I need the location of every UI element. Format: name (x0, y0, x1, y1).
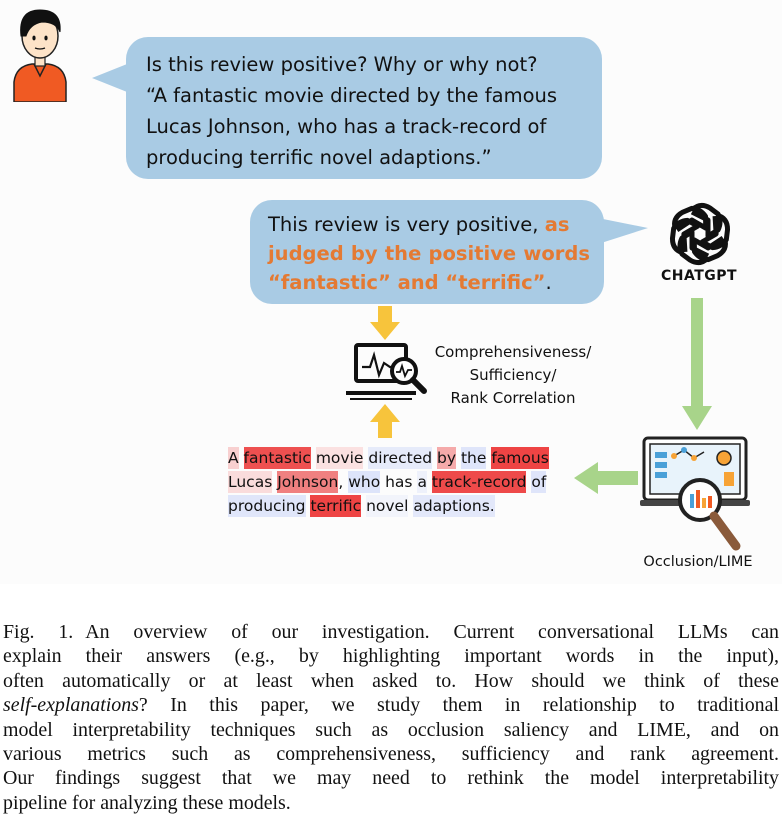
question-line: Is this review positive? Why or why not? (146, 53, 538, 76)
question-line: producing terrific novel adaptions.” (146, 146, 492, 169)
chatgpt-label: CHATGPT (660, 268, 738, 284)
review-line: Lucas Johnson, who has a track-record of (228, 470, 573, 494)
review-token: movie (315, 447, 364, 469)
question-bubble: Is this review positive? Why or why not?… (126, 37, 602, 179)
answer-line-2: judged by the positive words (268, 239, 590, 268)
question-line: Lucas Johnson, who has a track-record of (146, 115, 547, 138)
caption-line: Fig. 1. An overview of our investigation.… (3, 620, 779, 644)
occlusion-lime-label: Occlusion/LIME (643, 554, 753, 570)
review-token: has (385, 473, 413, 491)
interpretability-analysis-icon (640, 436, 750, 551)
figure-caption: Fig. 1. An overview of our investigation.… (3, 620, 779, 815)
review-token: Lucas (228, 471, 273, 493)
arrow-down-icon (682, 298, 712, 430)
review-token: by (437, 447, 457, 469)
metrics-label: Comprehensiveness/ Sufficiency/ Rank Cor… (418, 341, 608, 410)
review-token: fantastic (243, 447, 311, 469)
caption-line: various metrics such as comprehensivenes… (3, 742, 779, 765)
review-token: a (417, 471, 427, 493)
metric-sufficiency: Sufficiency/ (469, 366, 557, 384)
review-token: A (228, 447, 239, 469)
review-token: adaptions. (413, 495, 495, 517)
saliency-highlighted-review: A fantastic movie directed by the famous… (228, 446, 573, 518)
review-token: novel (366, 495, 409, 517)
question-line: “A fantastic movie directed by the famou… (146, 84, 558, 107)
figure: Is this review positive? Why or why not?… (13, 9, 753, 570)
question-bubble-tail (92, 62, 132, 94)
caption-line: explain their answers (e.g., by highligh… (3, 645, 779, 668)
review-token: Johnson (277, 471, 339, 493)
chatgpt-logo-icon (669, 202, 731, 266)
review-token: directed (368, 447, 433, 469)
arrow-down-icon (370, 306, 400, 340)
answer-highlight: as (544, 213, 570, 236)
review-token: producing (228, 495, 306, 517)
metrics-monitor-icon (346, 343, 427, 400)
review-token: track-record (431, 471, 527, 493)
review-token (239, 447, 244, 469)
review-token: terrific (310, 495, 362, 517)
answer-line-3: “fantastic” and “terrific”. (268, 268, 590, 297)
answer-bubble-tail (598, 218, 648, 244)
caption-line: often automatically or at least when ask… (3, 669, 779, 692)
caption-line: self-explanations? In this paper, we stu… (3, 693, 779, 717)
caption-line: pipeline for analyzing these models. (3, 791, 291, 814)
answer-bubble: This review is very positive, as judged … (250, 200, 604, 304)
answer-text: This review is very positive, (268, 213, 539, 236)
answer-highlight: judged by the positive words (268, 242, 590, 265)
caption-italic-term: self-explanations (3, 694, 139, 717)
caption-line: Our findings suggest that we may need to… (3, 767, 779, 790)
user-avatar-icon (13, 9, 67, 102)
caption-text: An overview of our investigation. Curren… (85, 621, 779, 643)
caption-line: model interpretability techniques such a… (3, 718, 779, 741)
review-token: of (531, 471, 547, 493)
review-line: A fantastic movie directed by the famous (228, 446, 573, 470)
answer-line-1: This review is very positive, as (268, 210, 590, 239)
review-token: the (460, 447, 487, 469)
caption-text: ? In this paper, we study them in relati… (138, 694, 779, 717)
metric-comprehensiveness: Comprehensiveness/ (434, 343, 592, 361)
review-token: who (348, 471, 381, 493)
arrow-left-icon (574, 462, 638, 494)
review-token: , (338, 473, 349, 491)
answer-text: . (545, 271, 552, 294)
metric-rank-correlation: Rank Correlation (450, 389, 576, 407)
figure-label: Fig. 1. (3, 621, 74, 643)
review-line: producing terrific novel adaptions. (228, 494, 573, 518)
arrow-up-icon (370, 404, 400, 438)
review-token: famous (491, 447, 549, 469)
answer-highlight: “fantastic” and “terrific” (268, 271, 546, 294)
